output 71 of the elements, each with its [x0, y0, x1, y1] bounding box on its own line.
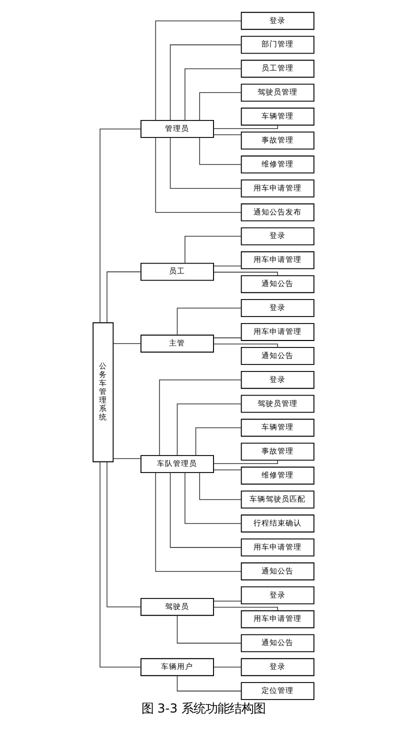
- connector: [154, 20, 241, 120]
- connector: [198, 472, 242, 500]
- connector: [158, 380, 242, 456]
- connector: [198, 92, 242, 121]
- connector: [176, 615, 241, 644]
- node-box: 行程结束确认: [240, 514, 314, 532]
- node-box: 用车申请管理: [240, 179, 314, 198]
- caption: 图 3-3 系统功能结构图: [140, 702, 266, 716]
- node-box: 车辆管理: [240, 418, 314, 437]
- node-box: 登录: [240, 299, 314, 318]
- node-box: 员工管理: [240, 60, 314, 78]
- node-box: 主管: [140, 334, 214, 353]
- connector: [169, 137, 242, 189]
- node-box: 登录: [240, 227, 314, 246]
- connector: [212, 337, 242, 338]
- node-box: 公务车管理系统: [92, 322, 114, 462]
- node-box: 驾驶员管理: [240, 394, 314, 413]
- connector: [176, 308, 241, 336]
- node-box: 用车申请管理: [240, 323, 314, 341]
- connector: [106, 462, 141, 608]
- connector: [112, 343, 141, 344]
- node-box: 事故管理: [240, 132, 314, 150]
- node-box: 车辆用户: [140, 658, 214, 676]
- connector: [212, 606, 278, 611]
- connector: [106, 271, 141, 323]
- node-box: 登录: [240, 370, 314, 389]
- connector: [212, 134, 242, 136]
- connector: [99, 462, 141, 668]
- connector: [176, 675, 241, 692]
- connector: [194, 427, 242, 456]
- node-box: 维修管理: [240, 466, 314, 485]
- connector: [169, 44, 242, 121]
- node-box: 车辆驾驶员匹配: [240, 490, 314, 509]
- node-box: 通知公告发布: [240, 203, 314, 222]
- node-box: 定位管理: [240, 682, 314, 700]
- connector: [154, 472, 241, 572]
- node-box: 管理员: [140, 120, 214, 138]
- connector: [99, 128, 141, 324]
- node-box: 用车申请管理: [240, 538, 314, 556]
- connector: [212, 460, 278, 464]
- node-box: 通知公告: [240, 634, 314, 652]
- node-box: 车辆管理: [240, 108, 314, 126]
- node-box: 用车申请管理: [240, 251, 314, 270]
- node-box: 驾驶员: [140, 598, 214, 616]
- node-box: 事故管理: [240, 442, 314, 461]
- connector: [184, 472, 242, 524]
- node-box: 通知公告: [240, 275, 314, 294]
- connector: [212, 344, 278, 348]
- connector: [212, 272, 278, 276]
- node-box: 通知公告: [240, 347, 314, 365]
- connector: [212, 666, 242, 668]
- connector: [184, 68, 242, 121]
- node-box: 用车申请管理: [240, 610, 314, 628]
- connector: [212, 469, 242, 470]
- node-box: 通知公告: [240, 562, 314, 580]
- connector: [154, 137, 241, 213]
- connector: [198, 137, 242, 165]
- connector: [169, 472, 242, 548]
- node-box: 维修管理: [240, 156, 314, 174]
- connector: [212, 600, 242, 602]
- node-box: 登录: [240, 586, 314, 604]
- node-box: 车队管理员: [140, 455, 214, 474]
- connector: [112, 458, 141, 460]
- node-box: 部门管理: [240, 36, 314, 54]
- connector: [212, 124, 278, 129]
- node-box: 登录: [240, 658, 314, 676]
- connector: [176, 403, 241, 456]
- node-box: 员工: [140, 262, 214, 281]
- node-box: 登录: [240, 12, 314, 30]
- connector: [184, 236, 242, 264]
- node-box: 驾驶员管理: [240, 84, 314, 102]
